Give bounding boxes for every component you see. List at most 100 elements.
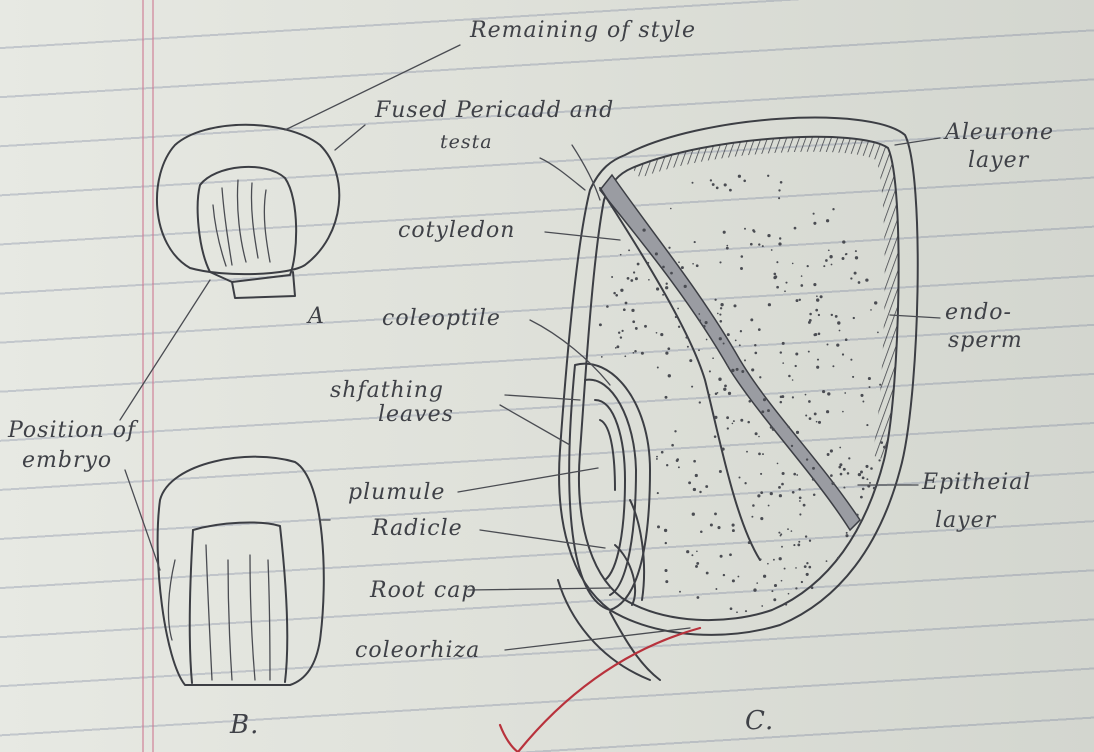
stipple-dot (809, 417, 812, 420)
stipple-dot (862, 477, 865, 480)
stipple-dot (845, 338, 848, 341)
stipple-dot (632, 320, 635, 323)
stipple-dot (720, 307, 722, 309)
stipple-dot (763, 398, 766, 401)
stipple-dot (726, 364, 728, 366)
stipple-dot (729, 553, 732, 556)
stipple-dot (736, 368, 739, 371)
stipple-dot (705, 485, 708, 488)
stipple-dot (668, 374, 671, 377)
stipple-dot (792, 396, 794, 398)
stipple-dot (779, 494, 782, 497)
stipple-dot (842, 240, 845, 243)
stipple-dot (741, 255, 744, 258)
stipple-dot (815, 309, 818, 312)
stipple-dot (858, 281, 861, 284)
stipple-dot (696, 264, 699, 267)
stipple-dot (768, 303, 771, 306)
stipple-dot (656, 287, 659, 290)
stipple-dot (832, 208, 834, 210)
stipple-dot (756, 582, 758, 584)
stipple-dot (778, 532, 780, 534)
stipple-dot (655, 252, 658, 255)
stipple-dot (870, 467, 873, 470)
label-remaining-style: Remaining of style (470, 20, 696, 42)
stipple-dot (696, 562, 699, 565)
stipple-dot (847, 472, 850, 475)
stipple-dot (642, 228, 645, 231)
stipple-dot (808, 400, 811, 403)
stipple-dot (699, 401, 701, 403)
stipple-dot (715, 588, 717, 590)
figure-b-grain (158, 457, 324, 685)
stipple-dot (665, 352, 668, 355)
stipple-dot (870, 309, 872, 311)
stipple-dot (791, 445, 793, 447)
stipple-dot (827, 344, 829, 346)
stipple-dot (798, 541, 800, 543)
stipple-dot (641, 352, 644, 355)
stipple-dot (708, 394, 710, 396)
stipple-dot (611, 276, 613, 278)
stipple-dot (664, 569, 667, 572)
stipple-dot (860, 496, 863, 499)
stipple-dot (717, 392, 719, 394)
stipple-dot (801, 581, 803, 583)
stipple-dot (778, 486, 781, 489)
leader-plumule (458, 468, 598, 492)
stipple-dot (751, 368, 754, 371)
label-epithelial-1: Epitheial (922, 472, 1031, 494)
stipple-dot (621, 330, 623, 332)
stipple-dot (720, 555, 723, 558)
stipple-dot (744, 228, 746, 230)
stipple-dot (780, 535, 782, 537)
stipple-dot (750, 318, 753, 321)
stipple-dot (615, 294, 618, 297)
stipple-dot (692, 182, 694, 184)
stipple-dot (844, 392, 846, 394)
stipple-dot (637, 263, 640, 266)
stipple-dot (681, 266, 684, 269)
stipple-dot (739, 344, 741, 346)
stipple-dot (780, 351, 782, 353)
stipple-dot (792, 379, 794, 381)
stipple-dot (831, 264, 833, 266)
stipple-dot (665, 396, 668, 399)
stipple-dot (779, 557, 782, 560)
label-fused-pericarp-1: Fused Pericadd and (375, 100, 614, 122)
stipple-dot (837, 321, 840, 324)
stipple-dot (873, 487, 876, 490)
stipple-dot (665, 542, 667, 544)
stipple-dot (599, 323, 602, 326)
stipple-dot (856, 514, 859, 517)
stipple-dot (723, 388, 726, 391)
stipple-dot (862, 401, 864, 403)
stipple-dot (781, 483, 784, 486)
stipple-dot (777, 463, 779, 465)
stipple-dot (754, 352, 757, 355)
stipple-dot (823, 265, 825, 267)
stipple-dot (795, 365, 797, 367)
stipple-dot (798, 488, 801, 491)
stipple-dot (831, 482, 834, 485)
stipple-dot (691, 554, 693, 556)
stipple-dot (630, 279, 633, 282)
stipple-dot (788, 375, 791, 378)
stipple-dot (693, 460, 696, 463)
stipple-dot (826, 410, 829, 413)
stipple-dot (726, 245, 728, 247)
stipple-dot (733, 420, 735, 422)
stipple-dot (804, 565, 807, 568)
stipple-dot (676, 459, 679, 462)
stipple-dot (684, 285, 687, 288)
stipple-dot (830, 474, 833, 477)
stipple-dot (762, 453, 764, 455)
stipple-dot (796, 431, 799, 434)
stipple-dot (724, 183, 727, 186)
stipple-dot (825, 259, 828, 262)
stipple-dot (774, 584, 777, 587)
stipple-dot (813, 494, 816, 497)
leader-position-a (120, 280, 210, 420)
stipple-dot (760, 473, 762, 475)
